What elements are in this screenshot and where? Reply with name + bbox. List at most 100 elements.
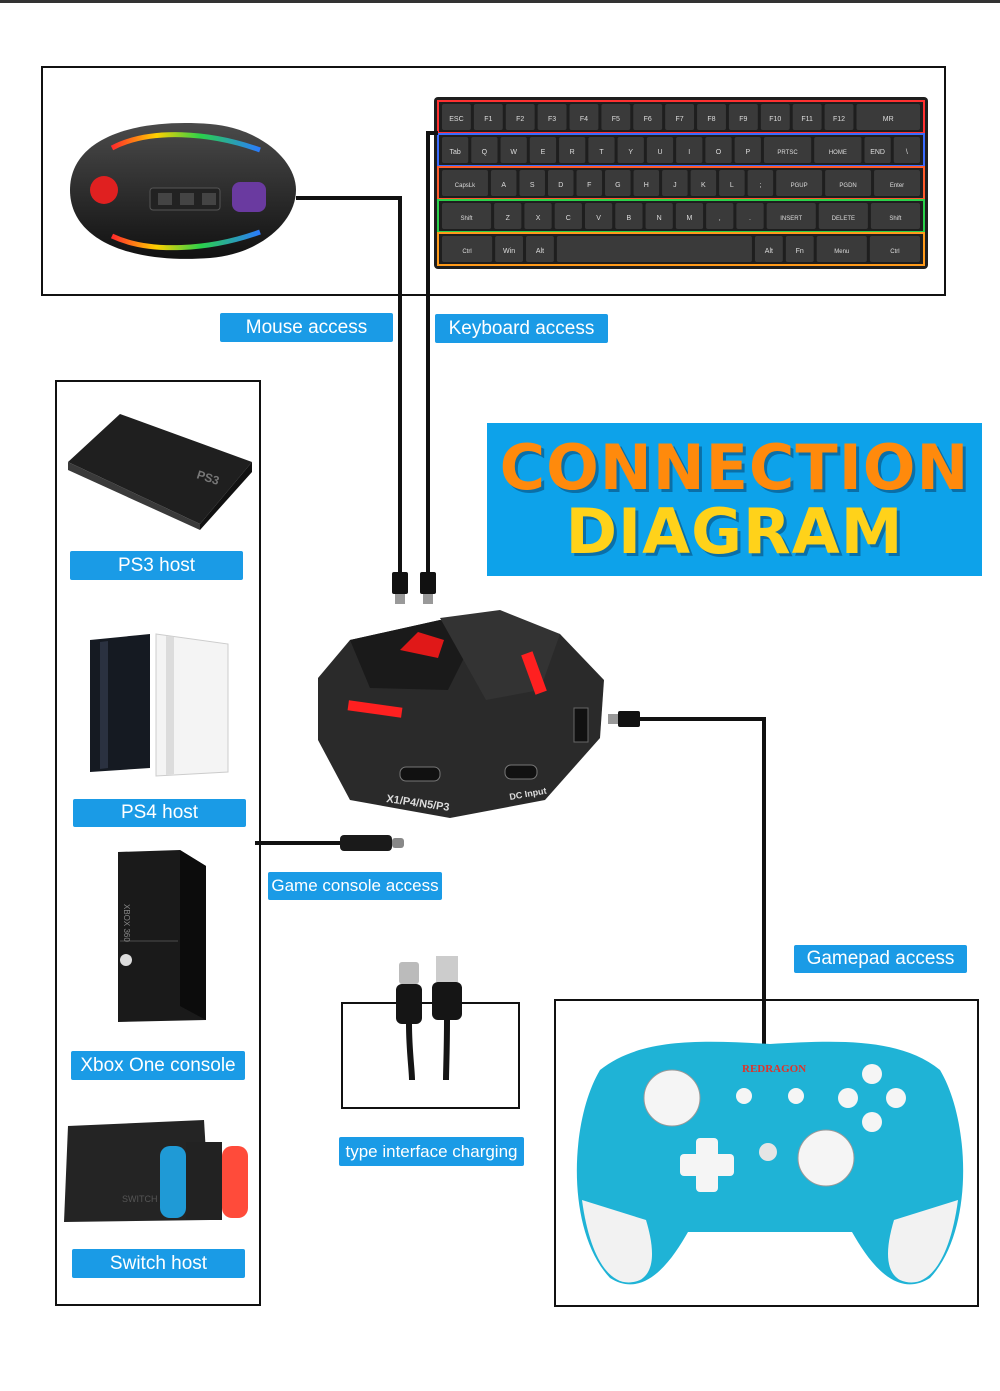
- keyboard-key-label: V: [596, 215, 601, 222]
- keyboard-key-label: INSERT: [780, 216, 802, 222]
- keyboard-key-label: F8: [707, 116, 715, 123]
- keyboard-key-label: PGDN: [839, 183, 856, 189]
- keyboard-key-label: Win: [503, 248, 515, 255]
- keyboard-key: [442, 203, 492, 229]
- keyboard-key: [747, 170, 774, 196]
- keyboard-key-label: J: [673, 182, 677, 189]
- keyboard-key-label: F5: [612, 116, 620, 123]
- keyboard-key-label: F1: [484, 116, 492, 123]
- gamepad-brand-logo: REDRAGON: [742, 1063, 806, 1075]
- keyboard-key-label: A: [501, 182, 506, 189]
- keyboard-key: [615, 203, 643, 229]
- top-edge-bar: [0, 0, 1000, 3]
- keyboard-key-label: I: [688, 149, 690, 156]
- keyboard-key-label: L: [730, 182, 734, 189]
- adapter-image: [318, 610, 604, 818]
- keyboard-key: [705, 137, 732, 163]
- keyboard-key-label: F11: [801, 116, 813, 123]
- charging-cable-image: [396, 956, 462, 1081]
- keyboard-key: [706, 203, 734, 229]
- keyboard-key: [645, 203, 673, 229]
- keyboard-key-label: F4: [580, 116, 588, 123]
- keyboard-key: [442, 236, 493, 262]
- usb-plug-mouse: [392, 572, 408, 594]
- keyboard-key-label: B: [627, 215, 632, 222]
- keyboard-key-label: W: [510, 149, 517, 156]
- keyboard-key: [495, 236, 524, 262]
- keyboard-key-label: E: [541, 149, 546, 156]
- keyboard-key-label: Q: [482, 149, 488, 156]
- keyboard-key: [760, 104, 790, 130]
- keyboard-access-label: Keyboard access: [435, 314, 608, 343]
- keyboard-key: [519, 170, 545, 196]
- keyboard-key: [763, 137, 812, 163]
- keyboard-key: [736, 203, 764, 229]
- keyboard-key: [816, 236, 867, 262]
- keyboard-key-label: Alt: [765, 248, 773, 255]
- keyboard-key-label: Shift: [889, 216, 901, 222]
- keyboard-key-label: PRTSC: [777, 150, 798, 156]
- keyboard-key-label: Fn: [796, 248, 804, 255]
- mouse-image: [70, 123, 296, 259]
- keyboard-key-label: F3: [548, 116, 556, 123]
- keyboard-key: [473, 104, 503, 130]
- xbox-one-console-label: Xbox One console: [71, 1051, 245, 1080]
- keyboard-key-label: F6: [644, 116, 652, 123]
- keyboard-key: [792, 104, 822, 130]
- switch-image: [64, 1120, 248, 1222]
- switch-logo: SWITCH: [122, 1194, 158, 1204]
- keyboard-key: [676, 137, 703, 163]
- keyboard-key-label: PGUP: [791, 183, 808, 189]
- connection-diagram-banner: CONNECTION DIAGRAM: [487, 423, 982, 576]
- keyboard-key-label: C: [566, 215, 571, 222]
- usbc-plug-console: [340, 835, 392, 851]
- keyboard-key: [662, 170, 688, 196]
- keyboard-key: [864, 137, 891, 163]
- ps4-host-label: PS4 host: [73, 799, 246, 827]
- keyboard-key-label: END: [870, 149, 885, 156]
- keyboard-key: [584, 203, 613, 229]
- keyboard-key-label: Shift: [461, 216, 473, 222]
- keyboard-key: [785, 236, 814, 262]
- keyboard-key: [893, 137, 920, 163]
- keyboard-key: [675, 203, 704, 229]
- usb-plug-gamepad: [618, 711, 640, 727]
- keyboard-key: [442, 104, 471, 130]
- keyboard-key-label: .: [749, 215, 751, 222]
- keyboard-key: [870, 203, 920, 229]
- keyboard-key: [494, 203, 522, 229]
- xbox-image: [118, 850, 206, 1022]
- keyboard-key: [818, 203, 868, 229]
- gamepad-access-label: Gamepad access: [794, 945, 967, 973]
- keyboard-key-label: Z: [506, 215, 511, 222]
- keyboard-key: [690, 170, 717, 196]
- keyboard-key: [728, 104, 758, 130]
- keyboard-key-label: ESC: [449, 116, 463, 123]
- ps3-logo: PS3: [195, 468, 221, 488]
- keyboard-key-label: F12: [833, 116, 845, 123]
- type-interface-charging-label: type interface charging: [339, 1137, 524, 1166]
- keyboard-key: [633, 104, 663, 130]
- ps3-host-label: PS3 host: [70, 551, 243, 580]
- keyboard-key-label: Ctrl: [462, 249, 471, 255]
- keyboard-key: [766, 203, 816, 229]
- keyboard-key-label: Menu: [834, 249, 849, 255]
- keyboard-key: [856, 104, 920, 130]
- keyboard-key-label: Tab: [449, 149, 460, 156]
- ps3-image: [68, 414, 252, 530]
- keyboard-key-label: HOME: [829, 150, 847, 156]
- keyboard-key-label: R: [570, 149, 575, 156]
- keyboard-key-label: G: [615, 182, 620, 189]
- keyboard-key-label: Alt: [536, 248, 544, 255]
- keyboard-key: [697, 104, 726, 130]
- keyboard-key-label: O: [716, 149, 722, 156]
- keyboard-key-label: F7: [676, 116, 684, 123]
- keyboard-key-label: S: [530, 182, 535, 189]
- keyboard-key: [556, 236, 752, 262]
- keyboard-key-label: F9: [739, 116, 747, 123]
- keyboard-key: [719, 170, 745, 196]
- keyboard-key: [490, 170, 517, 196]
- keyboard-key: [646, 137, 674, 163]
- keyboard-key: [665, 104, 695, 130]
- keyboard-key: [524, 203, 552, 229]
